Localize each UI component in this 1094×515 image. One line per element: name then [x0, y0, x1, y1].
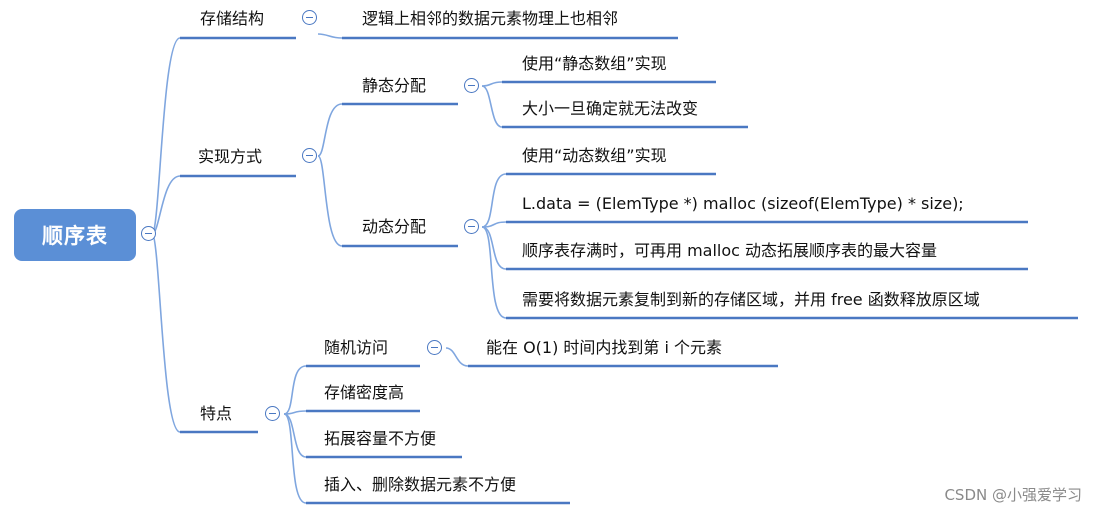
- dynamic-allocation-label[interactable]: 动态分配: [362, 217, 427, 236]
- connector-dynamic-child-3: [481, 226, 507, 270]
- connector-root-storage: [151, 37, 181, 235]
- branch-storage-label[interactable]: 存储结构: [200, 9, 265, 28]
- static-child-1[interactable]: 使用“静态数组”实现: [522, 54, 667, 73]
- implementation-collapse-icon[interactable]: [302, 148, 317, 163]
- random-access-child-1[interactable]: 能在 O(1) 时间内找到第 i 个元素: [486, 338, 723, 357]
- storage-collapse-icon[interactable]: [302, 10, 317, 25]
- static-collapse-icon[interactable]: [464, 78, 479, 93]
- feature-item-1[interactable]: 存储密度高: [324, 383, 405, 402]
- branch-features-label[interactable]: 特点: [200, 404, 233, 423]
- node-underlines: [180, 36, 1078, 505]
- connector-root-features: [151, 233, 181, 433]
- dynamic-child-4[interactable]: 需要将数据元素复制到新的存储区域，并用 free 函数释放原区域: [522, 290, 980, 309]
- dynamic-collapse-icon[interactable]: [464, 219, 479, 234]
- connector-dynamic-child-4: [481, 226, 507, 319]
- watermark: CSDN @小强爱学习: [944, 486, 1082, 504]
- storage-child-1[interactable]: 逻辑上相邻的数据元素物理上也相邻: [362, 9, 619, 28]
- root-label: 顺序表: [42, 224, 108, 248]
- root-node[interactable]: 顺序表: [14, 209, 136, 261]
- features-collapse-icon[interactable]: [265, 406, 280, 421]
- connector-dynamic-child-1: [481, 173, 507, 228]
- connector-impl-static: [317, 103, 343, 157]
- connector-static-child-1: [481, 81, 503, 87]
- branch-implementation-label[interactable]: 实现方式: [198, 147, 263, 166]
- random-access-label[interactable]: 随机访问: [324, 338, 389, 357]
- static-child-2[interactable]: 大小一旦确定就无法改变: [522, 99, 699, 118]
- dynamic-child-1[interactable]: 使用“动态数组”实现: [522, 146, 667, 165]
- connector-dynamic-child-2: [481, 221, 507, 228]
- dynamic-child-3[interactable]: 顺序表存满时，可再用 malloc 动态拓展顺序表的最大容量: [522, 241, 938, 260]
- connector-features-random: [283, 365, 307, 415]
- static-allocation-label[interactable]: 静态分配: [362, 76, 427, 95]
- connector-impl-dynamic: [317, 155, 343, 247]
- feature-item-2[interactable]: 拓展容量不方便: [324, 429, 437, 448]
- connector-storage-child: [317, 33, 343, 39]
- connector-features-other-3: [283, 413, 307, 504]
- feature-item-3[interactable]: 插入、删除数据元素不方便: [324, 475, 517, 494]
- connector-static-child-2: [481, 85, 503, 128]
- random-access-collapse-icon[interactable]: [427, 340, 442, 355]
- dynamic-child-2[interactable]: L.data = (ElemType *) malloc (sizeof(Ele…: [522, 194, 964, 213]
- connector-features-other-2: [283, 413, 307, 458]
- connector-lines: [151, 33, 507, 504]
- root-collapse-icon[interactable]: [141, 226, 156, 241]
- connector-random-child: [445, 347, 469, 367]
